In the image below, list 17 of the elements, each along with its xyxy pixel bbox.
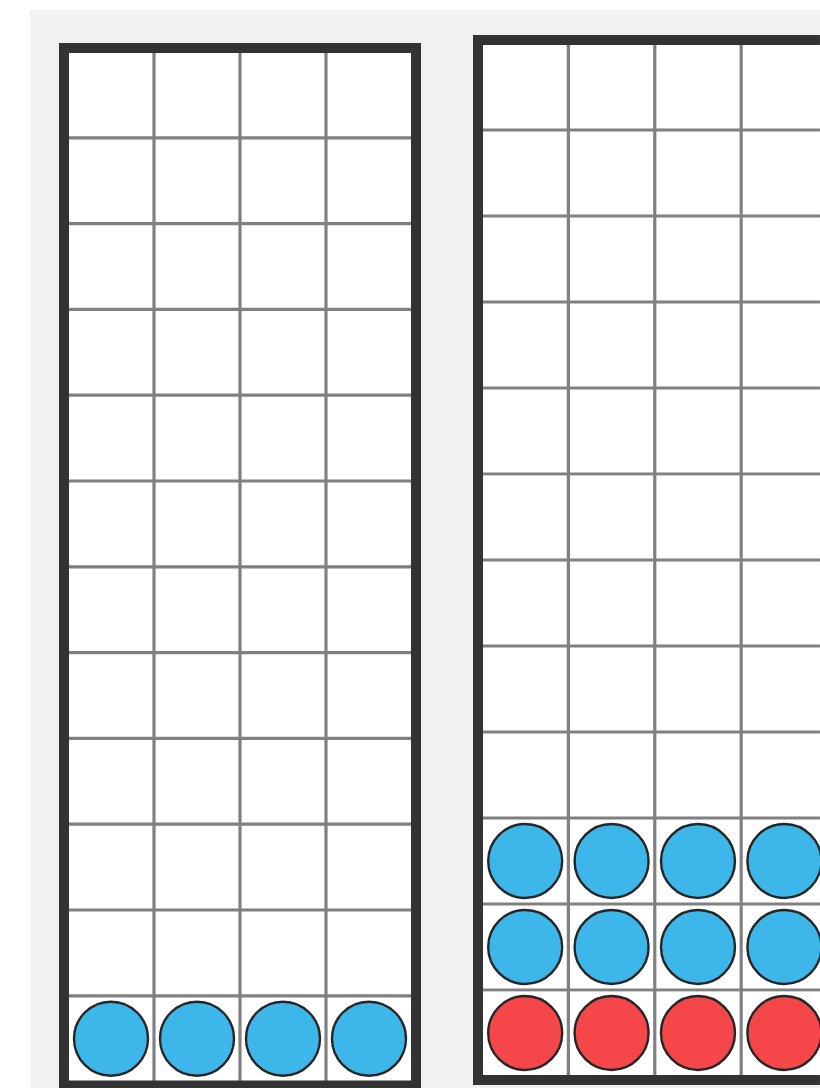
counter-disc (746, 822, 820, 900)
counter-disc (659, 908, 737, 986)
counter-disc (746, 994, 820, 1072)
counter-disc (573, 994, 650, 1072)
counter-disc (659, 994, 737, 1072)
counter-disc (746, 908, 820, 986)
counter-disc (573, 822, 650, 900)
counter-disc (158, 1000, 236, 1077)
counter-disc (487, 908, 564, 986)
counter-disc (573, 908, 650, 986)
counter-disc (487, 994, 564, 1072)
counter-disc (330, 1000, 408, 1077)
counter-disc (659, 822, 737, 900)
grid-frame (59, 43, 421, 1088)
counter-disc (487, 822, 564, 900)
counter-disc (72, 1000, 150, 1077)
counter-disc (244, 1000, 322, 1077)
